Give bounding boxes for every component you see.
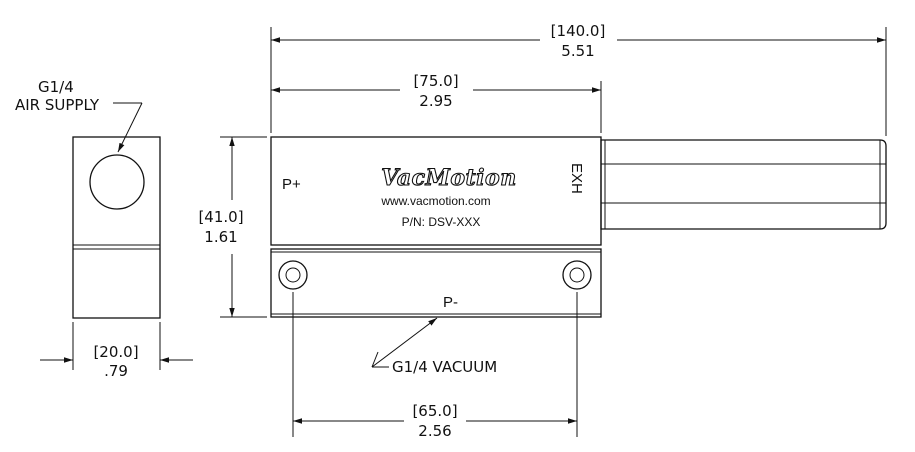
overall-length-imperial: 5.51 [561, 42, 594, 60]
brand-logo: VacMotion [381, 165, 516, 191]
air-supply-label-line1: G1/4 [38, 78, 74, 96]
height-metric: [41.0] [198, 208, 243, 226]
width-imperial: .79 [104, 362, 128, 380]
body-length-imperial: 2.95 [419, 92, 452, 110]
port-spacing-imperial: 2.56 [418, 422, 451, 440]
width-metric: [20.0] [93, 343, 138, 361]
air-supply-leader [113, 102, 143, 153]
vacuum-label: G1/4 VACUUM [392, 358, 497, 376]
front-view [270, 136, 602, 318]
lower-body [270, 248, 602, 318]
port-spacing-dimension [292, 292, 578, 437]
vacuum-port-left [278, 260, 308, 290]
port-spacing-metric: [65.0] [412, 402, 457, 420]
exhaust-label: EXH [568, 163, 585, 194]
vacuum-port-right [562, 260, 592, 290]
exhaust-muffler [600, 139, 887, 230]
body-length-dimension [271, 81, 602, 133]
body-length-metric: [75.0] [413, 72, 458, 90]
part-number-text: P/N: DSV-XXX [402, 215, 481, 229]
pressure-port-label: P+ [282, 176, 301, 193]
width-dimension [40, 322, 193, 370]
vacuum-leader [371, 317, 438, 368]
side-view [72, 136, 161, 319]
overall-length-dimension [270, 27, 887, 136]
website-text: www.vacmotion.com [380, 194, 490, 208]
vacuum-port-label: P- [443, 294, 458, 311]
air-supply-label-line2: AIR SUPPLY [15, 96, 100, 114]
air-supply-port [89, 154, 145, 210]
height-dimension [220, 136, 267, 318]
overall-length-metric: [140.0] [551, 22, 606, 40]
height-imperial: 1.61 [204, 228, 237, 246]
